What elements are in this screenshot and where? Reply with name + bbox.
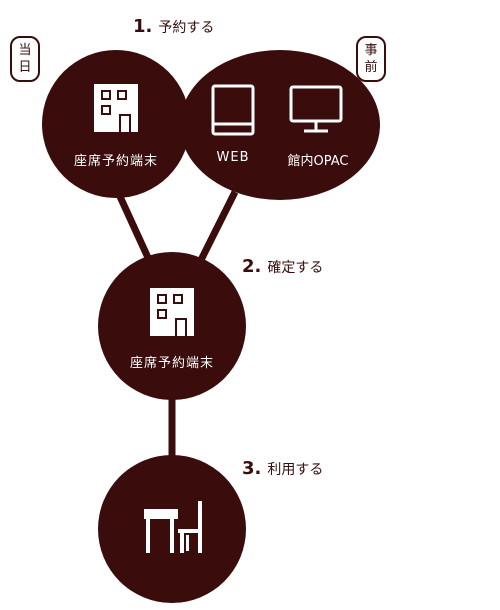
node-confirm-label: 座席予約端末 (129, 356, 214, 371)
monitor-icon (289, 85, 343, 133)
node-use (98, 455, 246, 603)
building-icon (150, 288, 194, 336)
step-1-text: 予約する (158, 20, 215, 36)
same-day-bubble-char-1: 当 (18, 43, 32, 58)
step-1-number: 1. (133, 16, 153, 37)
step-3-text: 利用する (267, 462, 324, 478)
advance-bubble: 事 前 (356, 36, 386, 82)
node-seat-terminal-confirm: 座席予約端末 (98, 252, 246, 400)
same-day-bubble: 当 日 (10, 36, 40, 82)
node-seat-terminal-label: 座席予約端末 (73, 154, 158, 169)
step-2-label: 2. 確定する (242, 256, 323, 277)
opac-label: 館内OPAC (287, 154, 349, 169)
step-1-label: 1. 予約する (133, 16, 214, 37)
advance-bubble-char-1: 事 (364, 43, 378, 58)
building-icon (94, 84, 138, 132)
connector-terminal-to-confirm (113, 188, 154, 264)
node-seat-terminal-same-day: 座席予約端末 (42, 50, 190, 198)
step-2-number: 2. (242, 256, 262, 277)
step-2-text: 確定する (267, 260, 324, 276)
tablet-icon (211, 84, 255, 136)
web-label: WEB (216, 150, 250, 165)
step-3-number: 3. (242, 458, 262, 479)
step-3-label: 3. 利用する (242, 458, 323, 479)
connector-web-to-confirm (196, 190, 239, 264)
node-web-opac: WEB 館内OPAC (180, 50, 380, 200)
desk-chair-icon (144, 501, 202, 553)
advance-bubble-char-2: 前 (364, 60, 378, 75)
same-day-bubble-char-2: 日 (18, 60, 32, 75)
